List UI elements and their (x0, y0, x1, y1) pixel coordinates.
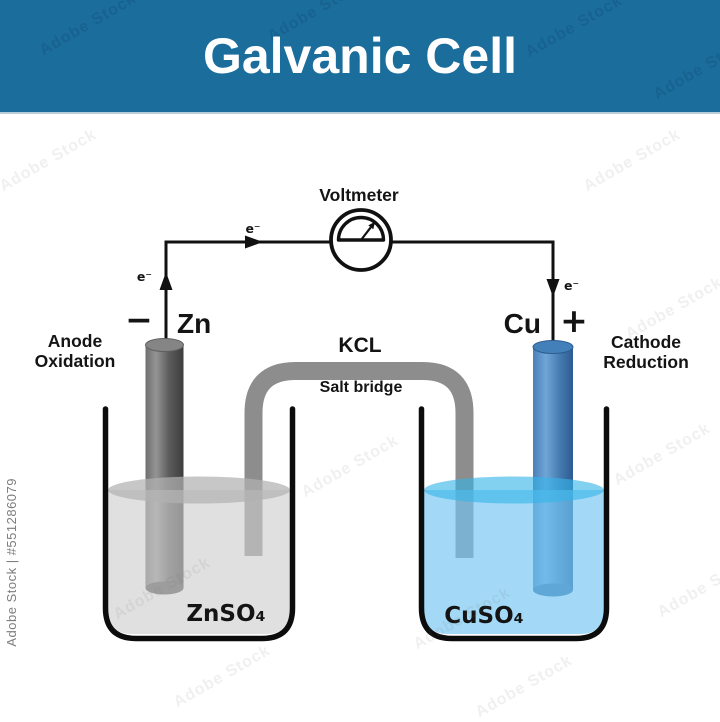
cathode-sign: + (560, 301, 588, 340)
voltmeter-needle (360, 226, 372, 241)
figure-title: Galvanic Cell (202, 28, 518, 84)
left-beaker (102, 406, 296, 642)
anode-metal-label: Zn (177, 308, 211, 339)
wire-voltmeter-to-cathode (391, 240, 555, 345)
electron-label-left: e⁻ (137, 269, 152, 284)
cathode-role-line2: Reduction (603, 352, 689, 372)
anode-role-line1: Anode (48, 331, 103, 351)
cuso4-solution-surface (424, 476, 604, 504)
salt-bridge-label: Salt bridge (320, 379, 403, 396)
salt-bridge-tube (244, 362, 474, 558)
cathode-role-line1: Cathode (611, 332, 681, 352)
electron-label-top: e⁻ (245, 221, 260, 236)
electron-label-right: e⁻ (564, 278, 579, 293)
electron-arrow-right-icon (245, 235, 263, 249)
right-beaker (418, 406, 610, 642)
cuso4-solution (424, 490, 604, 634)
wire-anode-to-voltmeter (164, 240, 331, 345)
electron-arrow-down-icon (546, 279, 560, 297)
anode-sign: − (125, 300, 153, 339)
znso4-label: ZnSO₄ (186, 601, 265, 627)
title-banner: Galvanic Cell (0, 0, 720, 114)
cathode-metal-label: Cu (504, 308, 541, 339)
anode-role-line2: Oxidation (35, 351, 116, 371)
znso4-solution-surface (108, 476, 290, 504)
electron-arrow-up-icon (159, 272, 173, 290)
voltmeter-needle-tip (368, 221, 375, 230)
copper-electrode-top (532, 340, 574, 354)
cuso4-label: CuSO₄ (444, 603, 523, 629)
voltmeter-label: Voltmeter (319, 185, 399, 205)
voltmeter-gauge-icon (336, 215, 386, 242)
zinc-electrode-top (145, 338, 184, 352)
salt-bridge-compound-label: KCL (338, 334, 381, 357)
znso4-solution (108, 490, 290, 634)
